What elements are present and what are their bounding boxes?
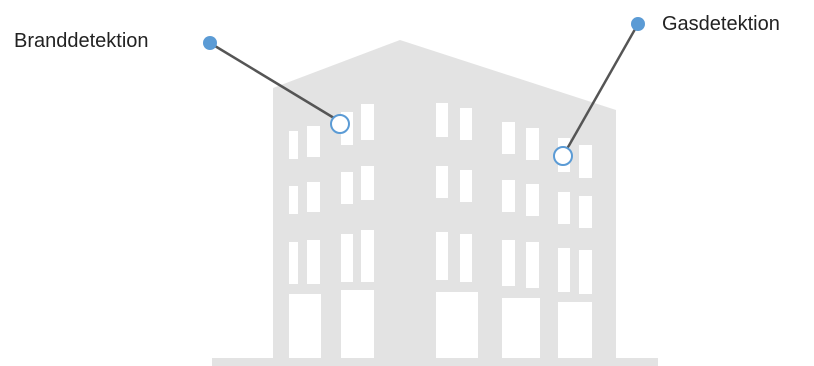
- ground-strip: [212, 358, 658, 366]
- callout-dot-icon: [203, 36, 217, 50]
- callout-dot-icon: [631, 17, 645, 31]
- label-gasdetektion: Gasdetektion: [662, 14, 780, 34]
- target-ring-icon[interactable]: [554, 147, 572, 165]
- target-ring-icon[interactable]: [331, 115, 349, 133]
- label-branddetektion: Branddetektion: [14, 31, 149, 51]
